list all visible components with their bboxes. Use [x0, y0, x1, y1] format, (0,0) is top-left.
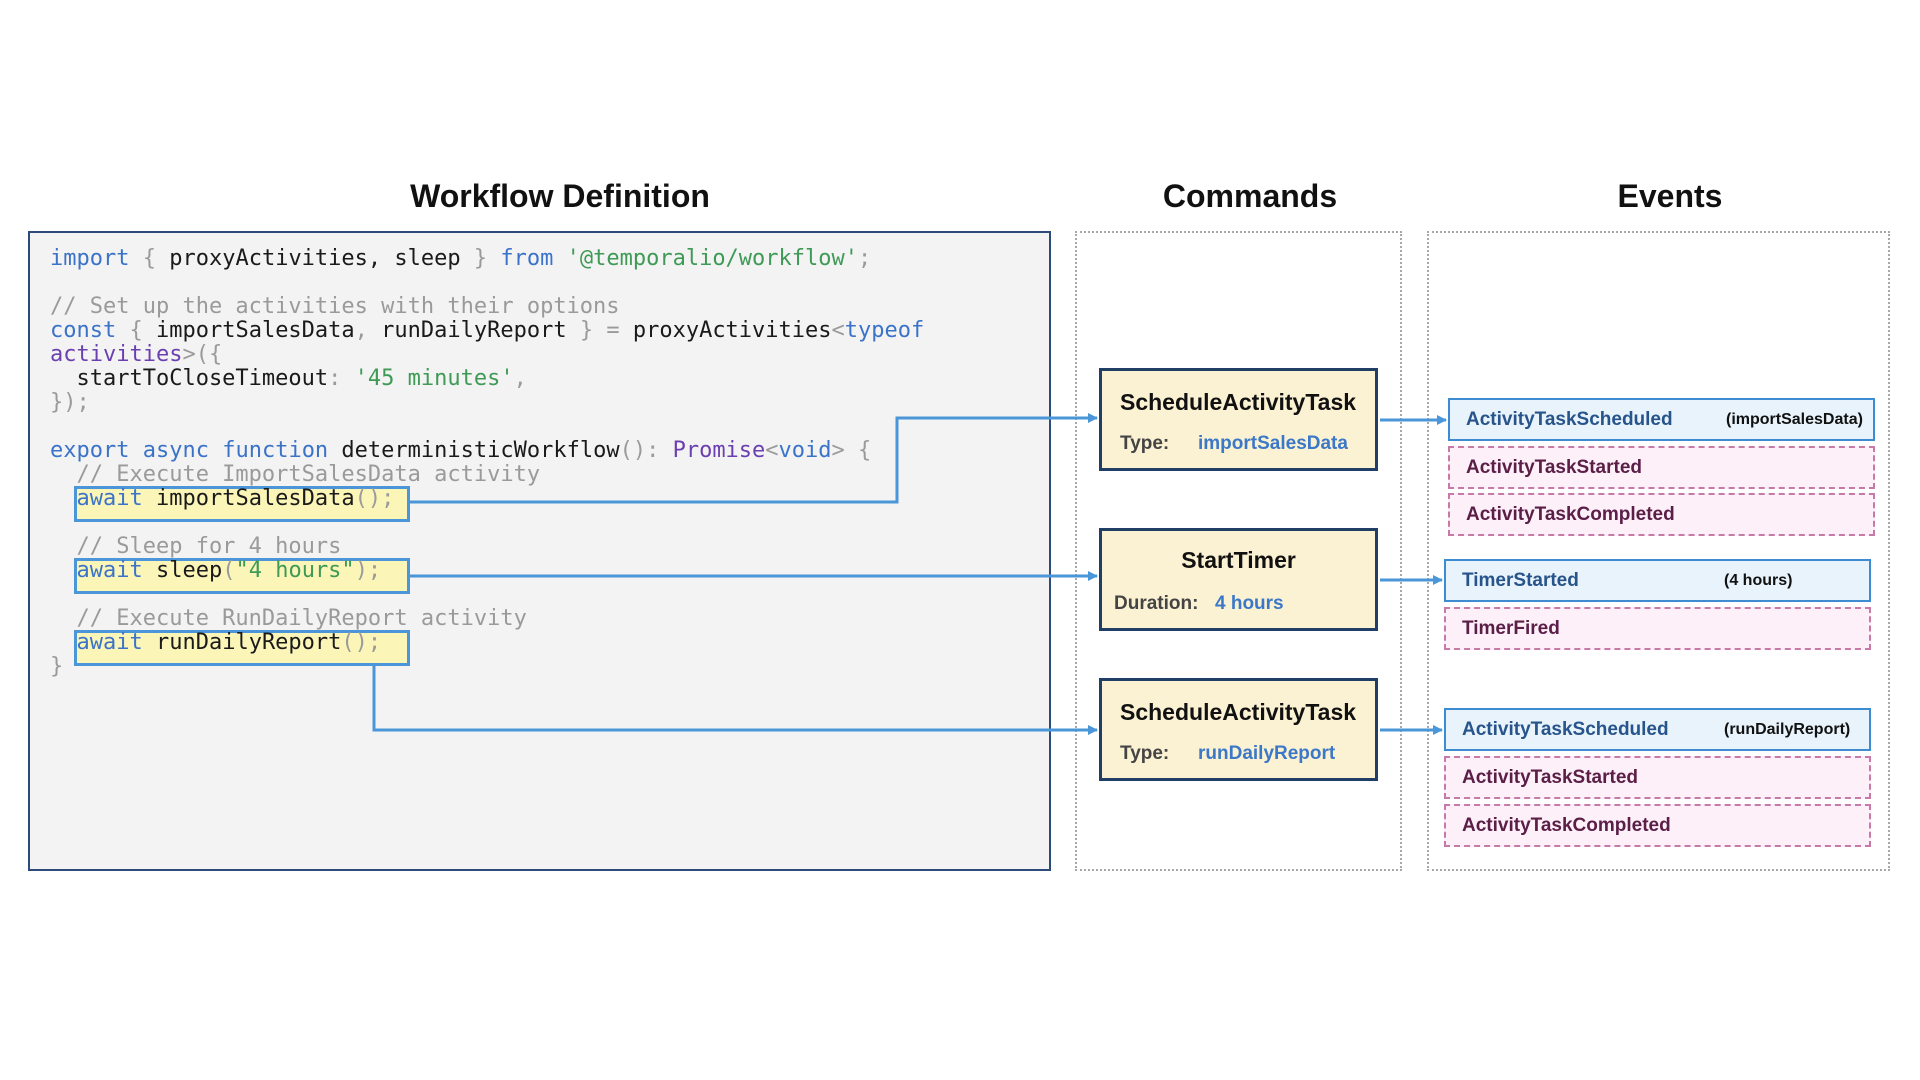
event-name: ActivityTaskStarted [1466, 457, 1642, 478]
code-line-close-options: }); [50, 390, 90, 415]
commands-heading: Commands [1162, 178, 1338, 214]
code-line-close-function: } [50, 654, 64, 679]
event-note: (runDailyReport) [1724, 721, 1851, 738]
command-value: runDailyReport [1198, 743, 1336, 764]
event-activity-task-completed: ActivityTaskCompleted [1444, 804, 1871, 847]
arrow-import-to-command [410, 413, 1098, 504]
code-line-comment-report: // Execute RunDailyReport activity [50, 606, 527, 631]
code-line-timeout: startToCloseTimeout: '45 minutes', [50, 366, 527, 391]
command-label: Duration: [1114, 593, 1199, 614]
event-name: ActivityTaskScheduled [1462, 719, 1669, 740]
event-name: ActivityTaskScheduled [1466, 409, 1673, 430]
event-name: ActivityTaskStarted [1462, 767, 1638, 788]
events-heading: Events [1617, 178, 1723, 214]
command-label: Type: [1120, 743, 1170, 764]
event-name: TimerStarted [1462, 570, 1579, 591]
code-line-await-import: await importSalesData(); [76, 486, 395, 511]
command-start-timer: StartTimer Duration: 4 hours [1099, 528, 1378, 631]
command-value: 4 hours [1215, 593, 1284, 614]
code-line-await-report: await runDailyReport(); [76, 630, 382, 655]
workflow-definition-heading: Workflow Definition [410, 178, 710, 214]
command-title: ScheduleActivityTask [1120, 389, 1357, 415]
event-timer-started: TimerStarted (4 hours) [1444, 559, 1871, 602]
event-name: ActivityTaskCompleted [1466, 504, 1675, 525]
event-activity-task-started: ActivityTaskStarted [1444, 756, 1871, 799]
event-note: (4 hours) [1724, 572, 1793, 589]
code-line-activities: activities>({ [50, 342, 223, 367]
highlight-import-sales-data [74, 486, 410, 522]
event-activity-task-completed: ActivityTaskCompleted [1448, 493, 1875, 536]
command-title: StartTimer [1181, 547, 1296, 573]
code-line-comment-sleep: // Sleep for 4 hours [50, 534, 342, 559]
command-value: importSalesData [1198, 433, 1348, 454]
command-schedule-import: ScheduleActivityTask Type: importSalesDa… [1099, 368, 1378, 471]
command-label: Type: [1120, 433, 1170, 454]
event-activity-task-scheduled: ActivityTaskScheduled (runDailyReport) [1444, 708, 1871, 751]
workflow-code-panel: import { proxyActivities, sleep } from '… [28, 231, 1051, 871]
event-note: (importSalesData) [1726, 411, 1863, 428]
code-line-comment-setup: // Set up the activities with their opti… [50, 294, 620, 319]
arrow-report-to-command [372, 664, 1098, 735]
highlight-sleep [74, 558, 410, 594]
command-schedule-report: ScheduleActivityTask Type: runDailyRepor… [1099, 678, 1378, 781]
code-line-comment-import: // Execute ImportSalesData activity [50, 462, 541, 487]
code-line-const: const { importSalesData, runDailyReport … [50, 318, 925, 343]
event-activity-task-scheduled: ActivityTaskScheduled (importSalesData) [1448, 398, 1875, 441]
command-title: ScheduleActivityTask [1120, 699, 1357, 725]
event-activity-task-started: ActivityTaskStarted [1448, 446, 1875, 489]
event-timer-fired: TimerFired [1444, 607, 1871, 650]
highlight-run-daily-report [74, 630, 410, 666]
event-name: ActivityTaskCompleted [1462, 815, 1671, 836]
code-line-function: export async function deterministicWorkf… [50, 438, 872, 463]
event-name: TimerFired [1462, 618, 1560, 639]
code-line-import: import { proxyActivities, sleep } from '… [50, 246, 872, 271]
code-line-await-sleep: await sleep("4 hours"); [76, 558, 382, 583]
